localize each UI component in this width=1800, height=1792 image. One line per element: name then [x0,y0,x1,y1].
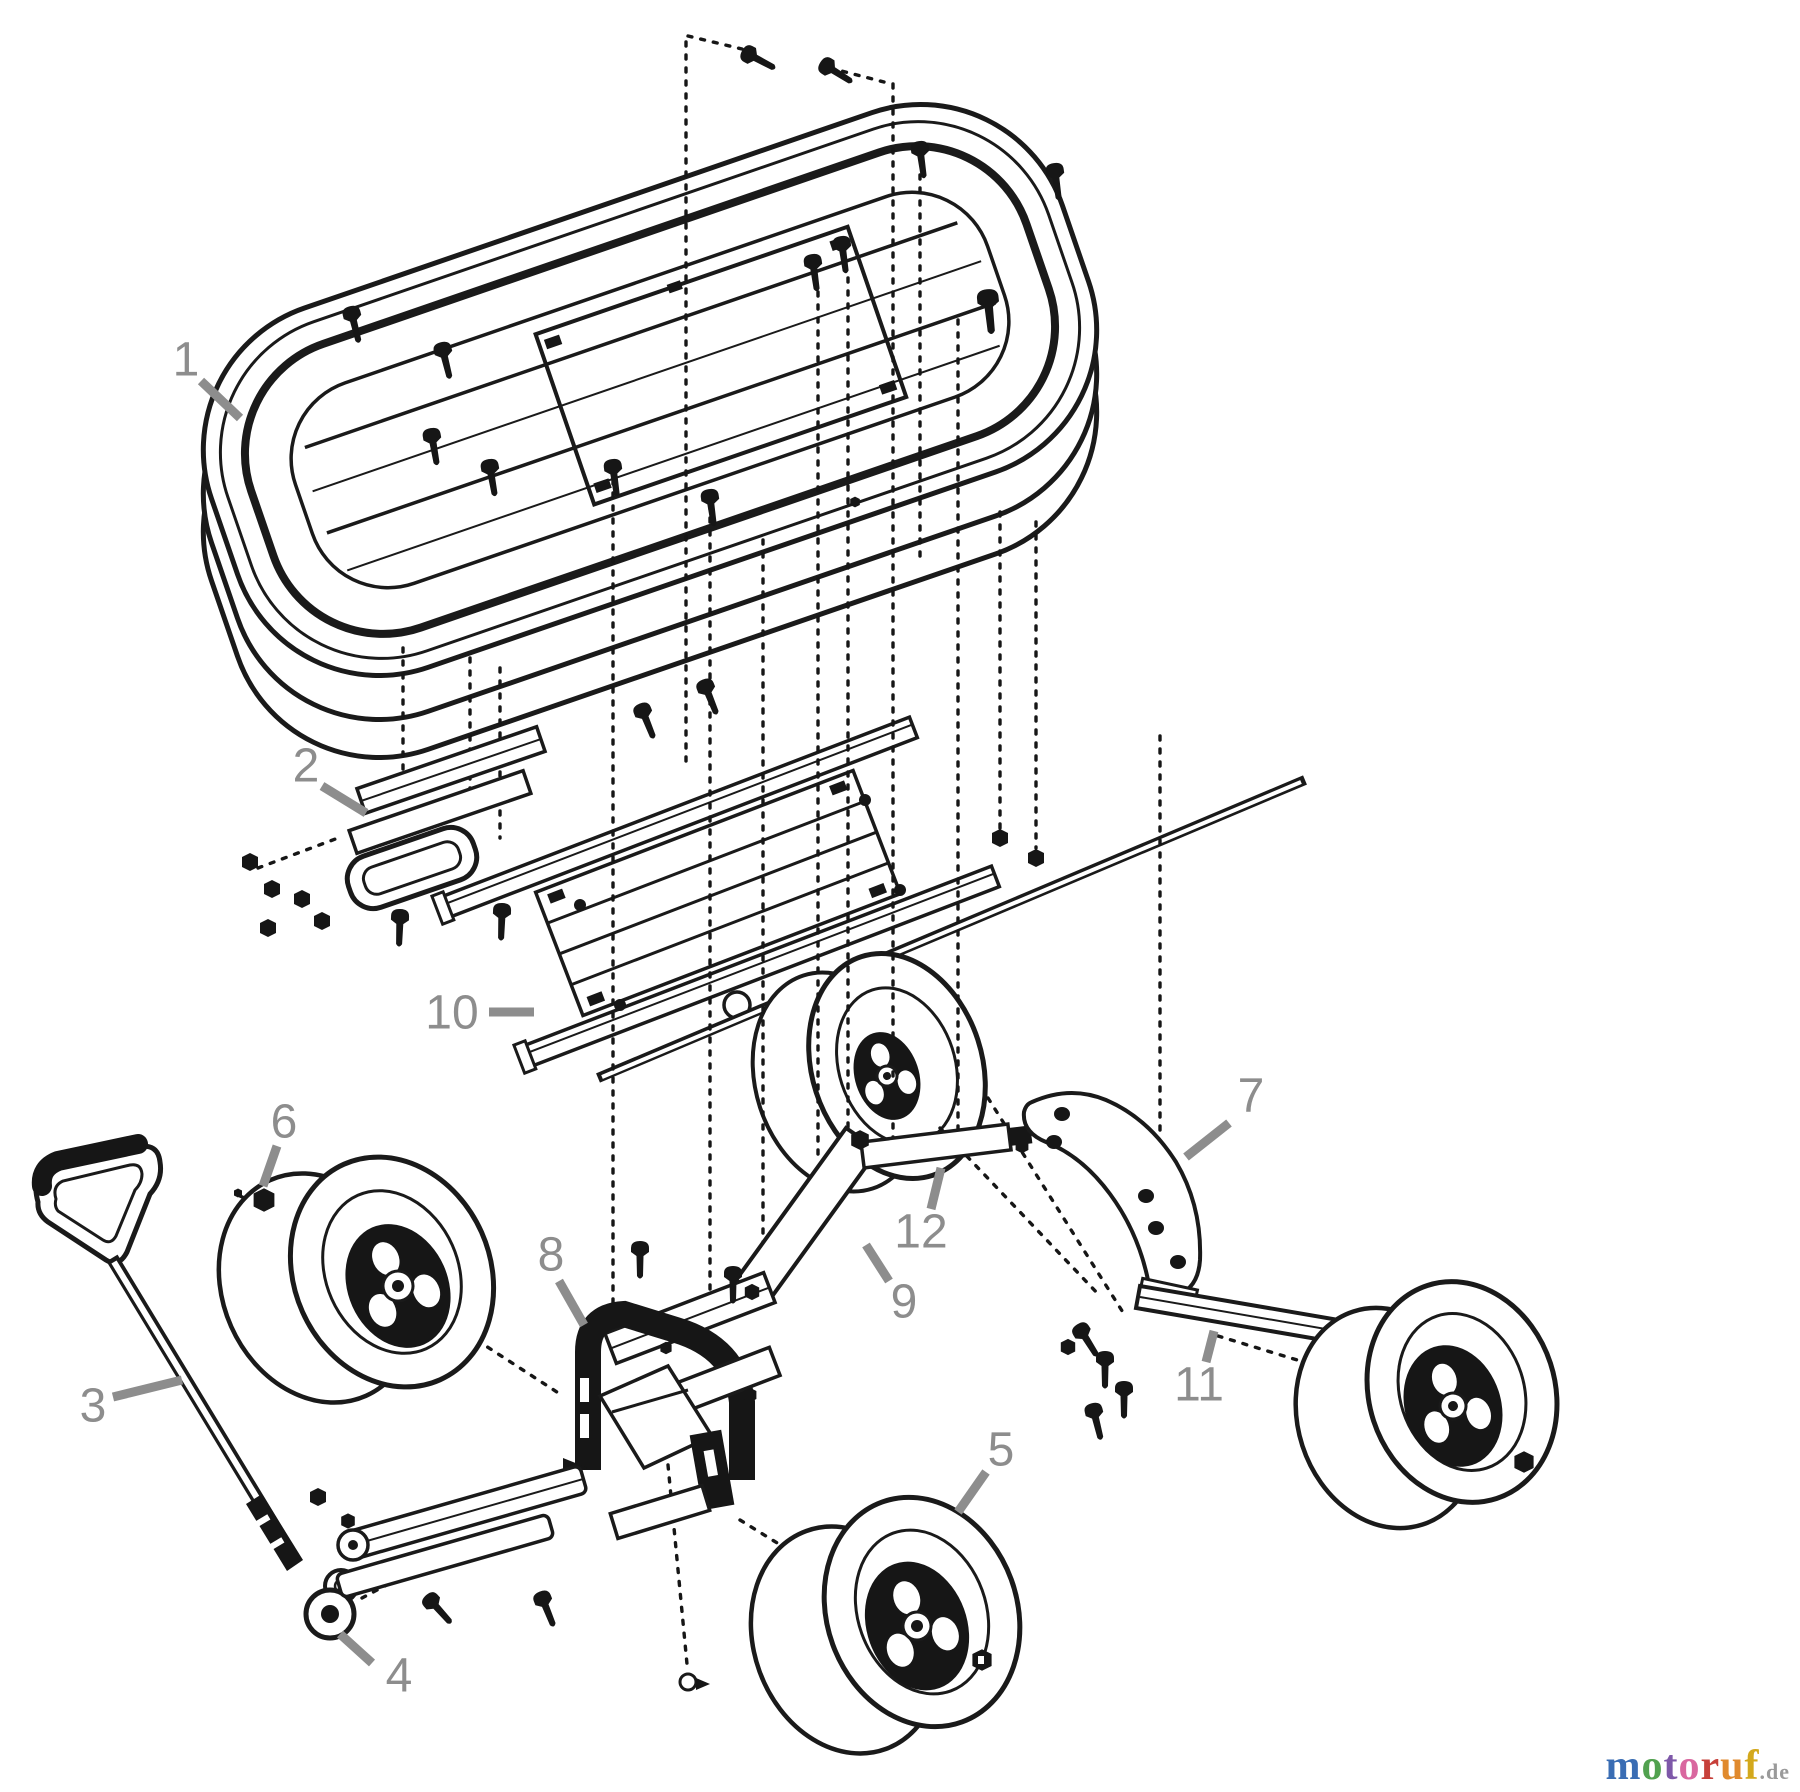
nut-fasteners [234,496,1534,1671]
callout-number-3: 3 [80,1380,107,1433]
callout-leader-5 [954,1469,990,1515]
callout-leader-3 [111,1375,184,1402]
cart-tub [200,102,1100,760]
callout-leader-2 [319,782,369,817]
callout-number-11: 11 [1174,1359,1224,1412]
rear-axle-bracket [1021,1090,1203,1312]
watermark-letter-5: u [1720,1743,1745,1789]
callout-leader-12 [926,1166,946,1211]
watermark-suffix: .de [1759,1759,1790,1784]
hitch-bracket [344,724,548,912]
support-rail [596,775,1307,1083]
axle-tube [859,1122,1033,1170]
callout-number-6: 6 [271,1096,298,1149]
frame-assembly [429,714,1002,1076]
callout-number-5: 5 [988,1424,1015,1477]
watermark-letter-2: t [1663,1743,1679,1789]
callout-leader-9 [862,1242,893,1284]
front-swivel-bracket [563,1270,783,1692]
rear-right-wheel [1293,1279,1560,1531]
callout-leader-8 [555,1278,588,1328]
tow-bar [335,1465,588,1599]
callout-leader-11 [1201,1329,1219,1364]
watermark-letter-0: m [1605,1743,1642,1789]
callout-number-12: 12 [894,1206,947,1259]
watermark-letter-3: o [1678,1743,1701,1789]
callout-leader-1 [197,377,244,422]
callout-number-9: 9 [891,1276,918,1329]
watermark-letter-6: f [1744,1743,1760,1789]
callout-number-2: 2 [293,740,320,793]
watermark-letter-1: o [1641,1743,1664,1789]
front-left-wheel [216,1154,497,1405]
callout-number-7: 7 [1238,1070,1265,1123]
watermark-logo: motoruf.de [1605,1742,1790,1790]
pull-handle [31,1134,303,1571]
callout-leader-6 [258,1144,282,1188]
callout-number-8: 8 [538,1229,565,1282]
callout-leader-7 [1183,1119,1232,1161]
callout-number-4: 4 [386,1650,413,1703]
callout-number-1: 1 [173,334,200,387]
rear-left-wheel [748,1494,1023,1756]
callout-leader-4 [336,1630,376,1667]
watermark-letter-4: r [1700,1743,1721,1789]
mounted-wheel [750,951,988,1194]
assembly-guide-lines [238,34,1418,1666]
callout-number-10: 10 [425,987,478,1040]
